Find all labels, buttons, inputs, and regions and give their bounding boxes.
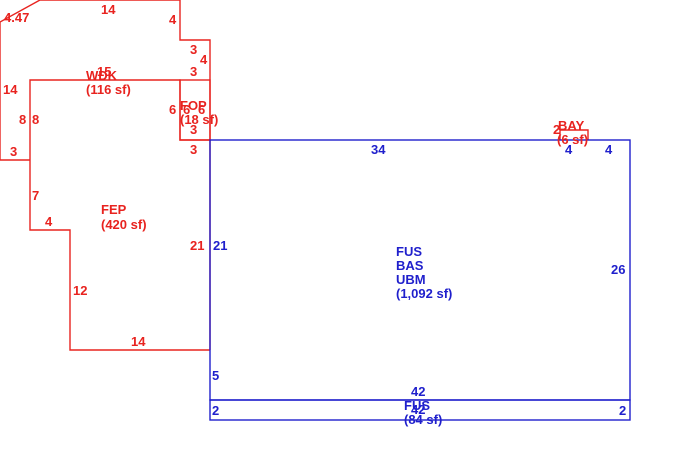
wdk-fep-outline (0, 0, 211, 351)
fus-strip-name: FUS (404, 398, 430, 413)
bay-outline (559, 129, 589, 140)
dim-main-21: 21 (213, 238, 227, 253)
dim-main-42: 42 (411, 384, 425, 399)
dim-main-2b: 2 (619, 403, 626, 418)
dim-fop-6c: 6 (198, 102, 205, 117)
dim-fep-7: 7 (32, 188, 39, 203)
dim-left-14: 14 (3, 82, 18, 97)
fus-strip-outline (209, 399, 631, 421)
main-line1: FUS (396, 244, 422, 259)
fop-name: FOP (180, 98, 207, 113)
fop-size: (18 sf) (180, 112, 218, 127)
dim-top-14: 14 (101, 2, 116, 17)
bay-name: BAY (558, 118, 585, 133)
fus-strip-size: (84 sf) (404, 412, 442, 427)
wdk-overlap-num: 15 (97, 64, 111, 79)
dim-wdk-right-3a: 3 (190, 42, 197, 57)
fop-outline (179, 79, 211, 141)
dim-fep-14: 14 (131, 334, 146, 349)
dim-main-34: 34 (371, 142, 386, 157)
dim-left-8a: 8 (19, 112, 26, 127)
dim-main-2a: 2 (212, 403, 219, 418)
dim-fop-6b: 6 (183, 102, 190, 117)
dim-fep-4: 4 (45, 214, 53, 229)
wdk-name: WDK (86, 68, 118, 83)
dim-main-5: 5 (212, 368, 219, 383)
dim-top-diag: 4.47 (4, 10, 29, 25)
dim-wdk-right-4: 4 (200, 52, 208, 67)
dim-left-3: 3 (10, 144, 17, 159)
dim-top-4: 4 (169, 12, 177, 27)
dim-left-8b: 8 (32, 112, 39, 127)
bay-2: 2 (553, 122, 560, 137)
fep-name: FEP (101, 202, 127, 217)
dim-fep-21: 21 (190, 238, 204, 253)
dim-wdk-right-3b: 3 (190, 64, 197, 79)
main-size: (1,092 sf) (396, 286, 452, 301)
main-line2: BAS (396, 258, 424, 273)
dim-fep-12: 12 (73, 283, 87, 298)
wdk-size: (116 sf) (86, 82, 131, 97)
dim-main-4b: 4 (605, 142, 613, 157)
main-line3: UBM (396, 272, 426, 287)
dim-fop-6a: 6 (169, 102, 176, 117)
bay-size: (6 sf) (557, 132, 588, 147)
dim-main-26: 26 (611, 262, 625, 277)
dim-main-4a: 4 (565, 142, 573, 157)
fep-size: (420 sf) (101, 217, 147, 232)
dim-fop-3a: 3 (190, 122, 197, 137)
fus-strip-overlap: 42 (411, 402, 425, 417)
dim-fop-3b: 3 (190, 142, 197, 157)
